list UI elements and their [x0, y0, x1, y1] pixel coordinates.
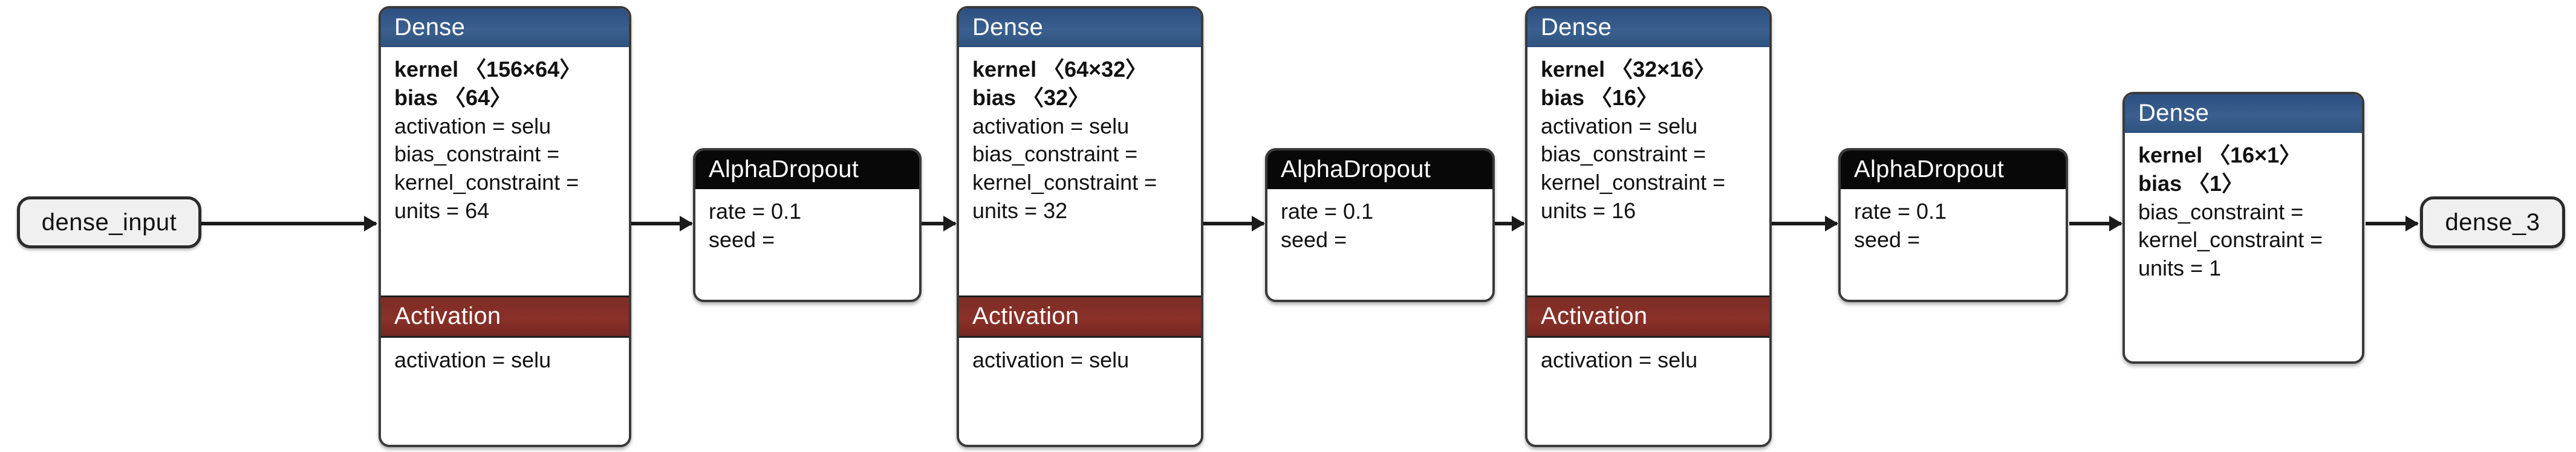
param-kernel-constraint: kernel_constraint =: [1541, 170, 1726, 195]
param-units: units = 1: [2138, 256, 2222, 281]
alphadropout-2-header: AlphaDropout: [1267, 150, 1492, 189]
param-units: units = 32: [972, 198, 1068, 223]
param-activation: activation = selu: [1541, 113, 1698, 138]
dense-2-params: kernel 〈64×32〉 bias 〈32〉 activation = se…: [959, 47, 1201, 295]
alphadropout-1-header: AlphaDropout: [695, 150, 919, 189]
param-units: units = 16: [1541, 198, 1636, 223]
alphadropout-3-header: AlphaDropout: [1841, 150, 2066, 189]
param-bias: bias 〈1〉: [2138, 170, 2244, 196]
alphadropout-1-params: rate = 0.1 seed =: [695, 189, 919, 300]
edge-dropout-3-to-dense-4: [2069, 222, 2121, 225]
param-bias: bias 〈32〉: [972, 85, 1090, 110]
input-node-dense-input[interactable]: dense_input: [17, 196, 201, 248]
alphadropout-2-params: rate = 0.1 seed =: [1267, 189, 1492, 300]
dense-3-params: kernel 〈32×16〉 bias 〈16〉 activation = se…: [1527, 47, 1769, 295]
param-units: units = 64: [394, 198, 490, 223]
layer-block-dense-4[interactable]: Dense kernel 〈16×1〉 bias 〈1〉 bias_constr…: [2122, 92, 2364, 364]
param-seed: seed =: [1854, 227, 1921, 252]
dense-4-header: Dense: [2125, 94, 2362, 133]
output-node-label: dense_3: [2445, 208, 2540, 236]
layer-block-dense-1[interactable]: Dense kernel 〈156×64〉 bias 〈64〉 activati…: [379, 6, 631, 447]
param-rate: rate = 0.1: [1281, 199, 1374, 224]
dense-4-params: kernel 〈16×1〉 bias 〈1〉 bias_constraint =…: [2125, 133, 2362, 361]
input-node-label: dense_input: [41, 208, 177, 236]
output-node-dense-3[interactable]: dense_3: [2420, 196, 2565, 248]
dense-1-activation-params: activation = selu: [381, 338, 629, 445]
edge-dense-1-to-dropout-1: [630, 222, 692, 225]
edge-dense-2-to-dropout-2: [1202, 222, 1264, 225]
param-activation: activation = selu: [972, 113, 1130, 138]
dense-2-activation-params: activation = selu: [959, 338, 1201, 445]
param-seed: seed =: [1281, 227, 1347, 252]
layer-block-alphadropout-3[interactable]: AlphaDropout rate = 0.1 seed =: [1838, 148, 2068, 302]
edge-dense-4-to-output: [2366, 222, 2418, 225]
dense-3-header: Dense: [1527, 8, 1769, 47]
dense-2-activation-header: Activation: [959, 295, 1201, 338]
param-kernel: kernel 〈64×32〉: [972, 57, 1148, 82]
dense-3-activation-params: activation = selu: [1527, 338, 1769, 445]
alphadropout-3-params: rate = 0.1 seed =: [1841, 189, 2066, 300]
param-kernel-constraint: kernel_constraint =: [2138, 227, 2323, 253]
param-kernel-constraint: kernel_constraint =: [394, 170, 579, 195]
param-activation: activation = selu: [394, 113, 551, 138]
param-kernel: kernel 〈16×1〉: [2138, 143, 2301, 167]
param-kernel: kernel 〈156×64〉: [394, 57, 582, 82]
dense-1-header: Dense: [381, 8, 629, 47]
layer-block-dense-2[interactable]: Dense kernel 〈64×32〉 bias 〈32〉 activatio…: [957, 6, 1203, 447]
edge-input-to-dense-1: [200, 222, 376, 225]
param-activation-fn: activation = selu: [1541, 347, 1698, 372]
param-bias-constraint: bias_constraint =: [2138, 199, 2304, 224]
layer-block-alphadropout-1[interactable]: AlphaDropout rate = 0.1 seed =: [693, 148, 922, 302]
dense-2-header: Dense: [959, 8, 1201, 47]
param-rate: rate = 0.1: [1854, 199, 1947, 224]
edge-dropout-2-to-dense-3: [1495, 222, 1524, 225]
param-rate: rate = 0.1: [709, 199, 802, 224]
param-kernel: kernel 〈32×16〉: [1541, 57, 1716, 82]
layer-block-alphadropout-2[interactable]: AlphaDropout rate = 0.1 seed =: [1265, 148, 1495, 302]
param-kernel-constraint: kernel_constraint =: [972, 170, 1157, 195]
param-activation-fn: activation = selu: [972, 347, 1130, 372]
param-activation-fn: activation = selu: [394, 347, 551, 372]
dense-3-activation-header: Activation: [1527, 295, 1769, 338]
param-bias-constraint: bias_constraint =: [1541, 141, 1706, 167]
param-bias: bias 〈16〉: [1541, 85, 1659, 110]
dense-1-activation-header: Activation: [381, 295, 629, 338]
param-bias-constraint: bias_constraint =: [972, 141, 1138, 167]
param-seed: seed =: [709, 227, 775, 252]
param-bias: bias 〈64〉: [394, 85, 512, 110]
param-bias-constraint: bias_constraint =: [394, 141, 560, 167]
dense-1-params: kernel 〈156×64〉 bias 〈64〉 activation = s…: [381, 47, 629, 295]
edge-dense-3-to-dropout-3: [1772, 222, 1837, 225]
layer-block-dense-3[interactable]: Dense kernel 〈32×16〉 bias 〈16〉 activatio…: [1525, 6, 1772, 447]
